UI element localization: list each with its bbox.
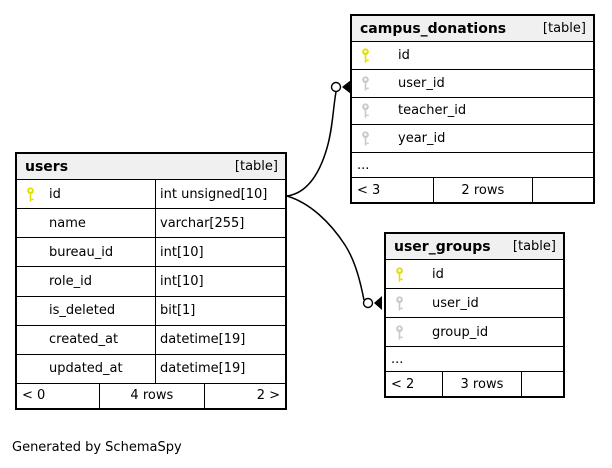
column-name: id: [398, 47, 410, 63]
footer-parents-count: 2 >: [256, 388, 280, 404]
column-row-id: id: [352, 42, 593, 70]
column-row-role-id: role_id int[10]: [17, 267, 285, 297]
column-type: int unsigned[10]: [160, 186, 268, 202]
key-placeholder: [26, 332, 35, 347]
table-footer-user-groups: < 2 3 rows: [386, 372, 563, 396]
column-row-teacher-id: teacher_id: [352, 98, 593, 126]
foreign-key-icon: [361, 131, 370, 146]
table-title: users: [25, 158, 69, 175]
table-footer-campus-donations: < 3 2 rows: [352, 178, 593, 202]
column-name: bureau_id: [49, 244, 114, 260]
key-placeholder: [26, 361, 35, 376]
table-type-tag: [table]: [234, 159, 278, 174]
ellipsis-row: ...: [352, 153, 593, 178]
column-row-created-at: created_at datetime[19]: [17, 325, 285, 355]
footer-children-count: < 0: [17, 383, 101, 408]
column-name: updated_at: [49, 361, 123, 377]
table-footer-users: < 0 4 rows 2 >: [17, 383, 285, 408]
key-placeholder: [26, 303, 35, 318]
column-row-year-id: year_id: [352, 125, 593, 153]
table-header-users[interactable]: users [table]: [17, 154, 285, 180]
table-type-tag: [table]: [542, 21, 586, 36]
footer-row-count: 4 rows: [100, 383, 205, 408]
edge-users-campus-donations: [286, 80, 351, 197]
column-row-user-id: user_id: [352, 70, 593, 98]
table-title: campus_donations: [360, 20, 507, 37]
column-row-updated-at: updated_at datetime[19]: [17, 354, 285, 384]
table-title: user_groups: [394, 238, 491, 255]
column-name: role_id: [49, 273, 92, 289]
table-type-tag: [table]: [512, 239, 556, 254]
footer-parents-count: [533, 178, 593, 202]
table-header-user-groups[interactable]: user_groups [table]: [386, 234, 563, 260]
column-name: is_deleted: [49, 303, 116, 319]
foreign-key-icon: [395, 295, 404, 311]
column-row-id: id int unsigned[10]: [17, 180, 285, 210]
column-row-bureau-id: bureau_id int[10]: [17, 238, 285, 268]
column-name: year_id: [398, 131, 446, 147]
column-row-id: id: [386, 260, 563, 289]
footer-row-count: 2 rows: [434, 178, 533, 202]
ellipsis-row: ...: [386, 347, 563, 372]
footer-row-count: 3 rows: [443, 372, 523, 396]
edge-users-user-groups: [286, 195, 382, 310]
column-name: id: [49, 186, 61, 202]
footer-children-count: < 3: [352, 178, 434, 202]
key-placeholder: [26, 216, 35, 231]
column-row-user-id: user_id: [386, 289, 563, 318]
primary-key-icon: [361, 48, 370, 63]
column-type: varchar[255]: [160, 215, 245, 231]
footer-children-count: < 2: [386, 372, 443, 396]
table-node-users[interactable]: users [table] id int unsigned[10] name v…: [15, 152, 287, 410]
column-name: teacher_id: [398, 103, 467, 119]
column-row-is-deleted: is_deleted bit[1]: [17, 296, 285, 326]
key-placeholder: [26, 245, 35, 260]
key-placeholder: [26, 274, 35, 289]
generated-by-note: Generated by SchemaSpy: [12, 440, 182, 455]
foreign-key-icon: [395, 324, 404, 340]
column-name: group_id: [432, 324, 489, 340]
column-name: user_id: [432, 295, 479, 311]
column-name: created_at: [49, 332, 119, 348]
foreign-key-icon: [361, 103, 370, 119]
column-name: user_id: [398, 75, 445, 91]
table-header-campus-donations[interactable]: campus_donations [table]: [352, 16, 593, 42]
edge-circle-terminator: [330, 81, 342, 93]
edge-circle-terminator: [362, 297, 374, 309]
column-type: int[10]: [160, 244, 204, 260]
column-name: id: [432, 266, 444, 282]
column-type: datetime[19]: [160, 361, 246, 377]
edge-arrowhead-icon: [374, 296, 382, 310]
column-row-name: name varchar[255]: [17, 209, 285, 239]
primary-key-icon: [395, 266, 404, 282]
foreign-key-icon: [361, 75, 370, 91]
column-name: name: [49, 215, 86, 231]
table-node-user-groups[interactable]: user_groups [table] id user_id group_id …: [384, 232, 565, 398]
column-row-group-id: group_id: [386, 318, 563, 347]
column-type: int[10]: [160, 273, 204, 289]
column-type: datetime[19]: [160, 332, 246, 348]
footer-parents-count: [522, 372, 563, 396]
table-node-campus-donations[interactable]: campus_donations [table] id user_id teac…: [350, 14, 595, 204]
primary-key-icon: [26, 186, 35, 202]
column-type: bit[1]: [160, 303, 196, 319]
